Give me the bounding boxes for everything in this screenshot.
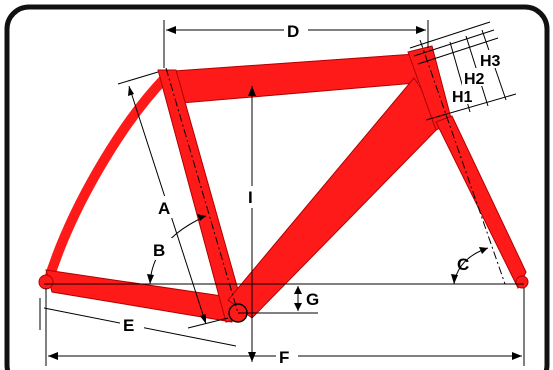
seat-stay	[43, 73, 170, 287]
label-d: D	[287, 22, 299, 41]
label-i: I	[248, 188, 253, 207]
bike-frame	[38, 45, 529, 323]
rear-dropout	[38, 274, 54, 290]
label-g: G	[306, 290, 319, 309]
front-dropout	[515, 275, 529, 289]
label-e: E	[123, 316, 134, 335]
label-h3: H3	[480, 53, 501, 70]
label-c: C	[457, 255, 469, 274]
arrowheads	[48, 26, 522, 362]
label-b: B	[153, 241, 165, 260]
label-h2: H2	[464, 71, 485, 88]
label-a: A	[158, 199, 170, 218]
label-f: F	[279, 348, 289, 367]
label-h1: H1	[452, 89, 473, 106]
labels: A B C D E F G I H1 H2 H3	[120, 20, 508, 367]
